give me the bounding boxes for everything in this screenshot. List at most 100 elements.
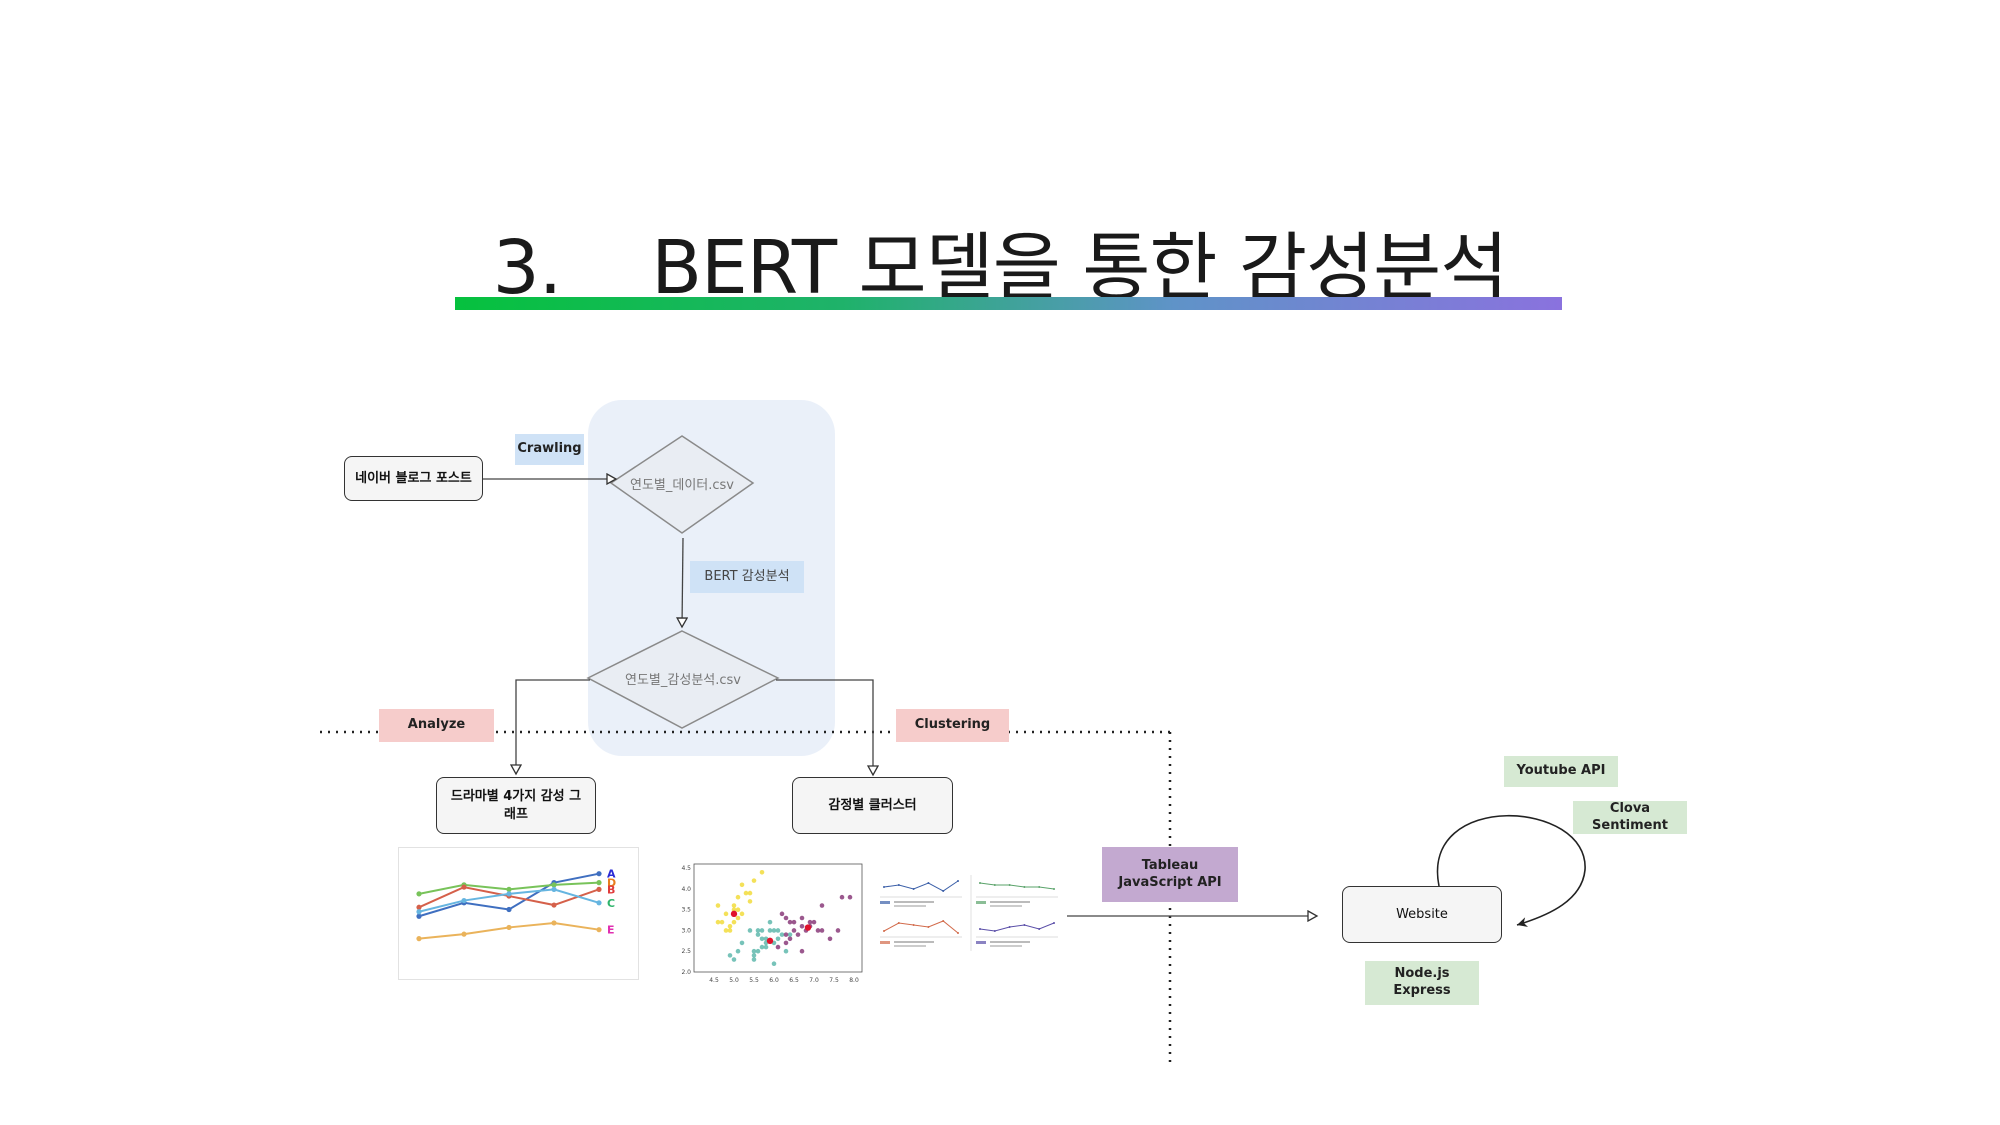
scatter-point — [795, 932, 801, 937]
scatter-point — [731, 907, 737, 912]
panel-text-line — [894, 901, 934, 903]
series-label-D: D — [607, 877, 616, 890]
scatter-point — [791, 919, 797, 925]
panel-text-line — [990, 901, 1030, 903]
panel-point — [912, 924, 915, 926]
scatter-point — [739, 882, 745, 888]
line-point — [461, 897, 467, 904]
panel-point — [883, 930, 885, 932]
panel-point — [957, 880, 959, 882]
panel-text-line — [894, 905, 926, 907]
scatter-point — [759, 936, 765, 942]
scatter-point — [735, 948, 741, 954]
x-tick-label: 6.0 — [769, 977, 779, 984]
panel-point — [1038, 886, 1041, 888]
panel-point — [927, 926, 930, 928]
panel-point — [1053, 888, 1055, 890]
thumbnail-tableau-panels — [876, 873, 1066, 953]
panel-legend-mark — [880, 941, 890, 944]
scatter-point — [751, 878, 757, 883]
scatter-centroid — [804, 924, 812, 931]
panel-point — [1038, 928, 1041, 930]
label-bert: BERT 감성분석 — [690, 561, 804, 593]
line-point — [461, 931, 467, 937]
scatter-point — [783, 915, 789, 921]
scatter-point — [723, 911, 729, 917]
scatter-point — [819, 903, 825, 908]
panel-point — [1023, 924, 1026, 926]
scatter-point — [799, 924, 805, 929]
scatter-point — [715, 919, 721, 925]
panel-legend-mark — [976, 901, 986, 904]
line-point — [596, 880, 602, 886]
slide-title: 3.BERT 모델을 통한 감성분석 — [0, 208, 2000, 315]
series-label-C: C — [607, 897, 615, 910]
edge-analyze — [516, 679, 590, 774]
panel-point — [912, 888, 915, 890]
line-point — [551, 882, 557, 888]
panel-text-line — [990, 905, 1022, 907]
scatter-point — [739, 940, 745, 946]
scatter-point — [763, 944, 769, 950]
line-point — [596, 871, 602, 877]
scatter-point — [847, 894, 853, 900]
scatter-point — [747, 899, 753, 904]
scatter-point — [779, 911, 785, 917]
scatter-point — [775, 928, 781, 933]
scatter-point — [759, 944, 765, 950]
line-point — [596, 900, 602, 906]
panel-line — [883, 880, 959, 892]
series-label-B: B — [607, 883, 615, 896]
panel-point — [942, 920, 945, 922]
y-tick-label: 3.0 — [681, 927, 691, 934]
scatter-point — [723, 928, 729, 933]
y-tick-label: 4.5 — [681, 865, 691, 872]
panel-point — [979, 882, 981, 884]
scatter-point — [719, 919, 725, 925]
edge-bert — [682, 537, 683, 627]
series-label-E: E — [607, 924, 615, 937]
y-tick-label: 2.5 — [681, 948, 691, 955]
line-point — [506, 906, 512, 913]
panel-point — [957, 932, 959, 934]
scatter-point — [727, 924, 733, 929]
y-tick-label: 4.0 — [681, 886, 691, 893]
scatter-point — [807, 919, 813, 925]
scatter-centroid — [766, 937, 774, 945]
line-point — [551, 920, 557, 926]
panel-point — [897, 922, 900, 924]
x-tick-label: 8.0 — [849, 977, 859, 984]
scatter-point — [783, 940, 789, 946]
scatter-point — [835, 928, 841, 933]
scatter-point — [739, 911, 745, 917]
panel-text-line — [990, 941, 1030, 943]
panel-text-line — [894, 941, 934, 943]
scatter-point — [775, 944, 781, 950]
node-yearly-sentiment: 연도별_감성분석.csv — [625, 672, 741, 688]
scatter-point — [779, 932, 785, 937]
scatter-point — [731, 957, 737, 962]
scatter-centroid — [730, 910, 738, 918]
panel-text-line — [894, 945, 926, 947]
scatter-point — [799, 915, 805, 921]
line-point — [461, 884, 467, 890]
panel-legend-mark — [880, 901, 890, 904]
scatter-point — [827, 936, 833, 942]
scatter-point — [735, 915, 741, 921]
edge-clustering — [776, 679, 873, 775]
node-drama-graph: 드라마별 4가지 감성 그래프 — [436, 777, 596, 834]
title-text: BERT 모델을 통한 감성분석 — [651, 225, 1508, 311]
scatter-point — [791, 928, 797, 933]
x-tick-label: 6.5 — [789, 977, 799, 984]
x-tick-label: 7.5 — [829, 977, 839, 984]
scatter-point — [839, 894, 845, 900]
line-point — [506, 891, 512, 897]
scatter-point — [775, 936, 781, 942]
line-point — [416, 936, 422, 942]
scatter-point — [747, 928, 753, 933]
node-naver-blog: 네이버 블로그 포스트 — [344, 456, 483, 501]
